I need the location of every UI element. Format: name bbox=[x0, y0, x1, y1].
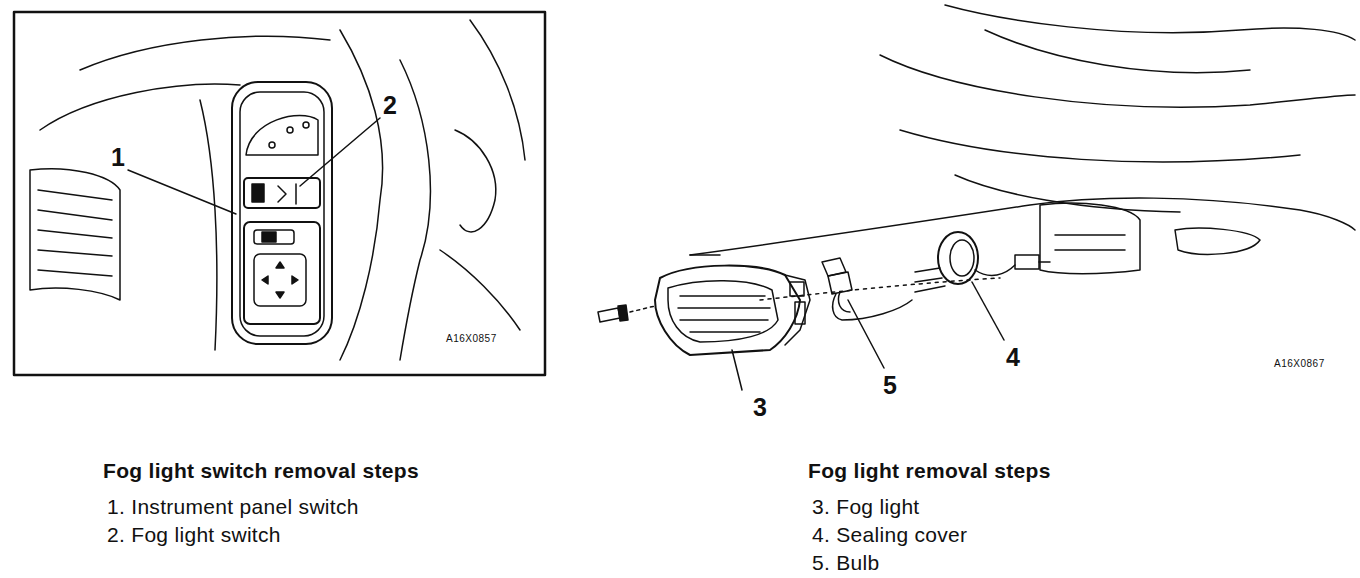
dash-line bbox=[470, 20, 525, 160]
leader-line bbox=[848, 300, 884, 368]
dash-line bbox=[400, 60, 430, 360]
mirror-switch bbox=[244, 222, 320, 324]
mount-tab bbox=[795, 302, 805, 324]
mount-tab bbox=[790, 282, 804, 296]
hidden-line bbox=[760, 278, 1000, 300]
step-item: 4. Sealing cover bbox=[812, 523, 967, 546]
step-item: 2. Fog light switch bbox=[107, 523, 281, 546]
opening-detail bbox=[1055, 235, 1125, 250]
screw bbox=[598, 308, 620, 322]
bumper-line bbox=[955, 175, 1180, 212]
steps-heading: Fog light switch removal steps bbox=[103, 459, 419, 482]
screw-head bbox=[618, 305, 628, 321]
dimmer-dial bbox=[246, 115, 318, 155]
air-vent bbox=[30, 169, 120, 300]
figure-code: A16X0867 bbox=[1274, 358, 1325, 369]
leader-line bbox=[732, 350, 742, 390]
sealing-cover-inner bbox=[950, 240, 974, 276]
leader-line bbox=[300, 118, 380, 186]
fog-light-lens bbox=[668, 281, 778, 342]
bumper-line bbox=[900, 130, 1300, 162]
harness bbox=[1039, 261, 1050, 263]
dash-line bbox=[200, 100, 217, 350]
bumper-line bbox=[880, 55, 1355, 107]
dash-line bbox=[455, 130, 496, 232]
figure-frame bbox=[14, 12, 545, 375]
sealing-cover bbox=[938, 232, 978, 284]
callout-number: 2 bbox=[383, 92, 397, 120]
connector bbox=[1015, 255, 1039, 269]
dash-line bbox=[80, 36, 330, 70]
step-item: 3. Fog light bbox=[812, 495, 920, 518]
step-item: 5. Bulb bbox=[812, 551, 879, 574]
cover-wires bbox=[915, 268, 945, 292]
dash-line bbox=[440, 250, 520, 330]
fog-opening bbox=[1040, 203, 1140, 274]
body-line bbox=[945, 5, 1355, 40]
steps-heading: Fog light removal steps bbox=[808, 459, 1051, 482]
install-line bbox=[630, 306, 655, 312]
dash-line bbox=[40, 84, 240, 130]
callout-number: 5 bbox=[883, 372, 897, 400]
pad-arrows bbox=[262, 262, 298, 298]
switch-housing-inner bbox=[240, 92, 324, 336]
body-line bbox=[985, 30, 1250, 73]
callout-number: 4 bbox=[1006, 344, 1020, 372]
lens-ribs bbox=[678, 296, 770, 332]
selector bbox=[254, 230, 294, 244]
mirror-pad bbox=[254, 254, 306, 306]
leader-line bbox=[128, 170, 236, 214]
side-lamp bbox=[1175, 228, 1260, 254]
dial-mark bbox=[303, 122, 309, 128]
figure-code: A16X0857 bbox=[446, 333, 497, 344]
bumper-lower bbox=[690, 254, 720, 256]
fog-light-body bbox=[655, 266, 800, 355]
callout-number: 1 bbox=[111, 144, 125, 172]
vent-slats bbox=[38, 190, 112, 276]
fog-light-switch bbox=[244, 178, 320, 208]
leader-line bbox=[972, 282, 1004, 340]
dash-line bbox=[340, 30, 383, 360]
bumper-lower bbox=[690, 198, 1355, 255]
switch-panel-figure bbox=[14, 12, 545, 375]
fog-light-figure bbox=[598, 5, 1355, 390]
selector-knob bbox=[262, 232, 276, 242]
housing-rear bbox=[785, 275, 810, 345]
dial-mark bbox=[287, 127, 293, 133]
switch-housing bbox=[232, 82, 332, 344]
harness bbox=[975, 265, 1015, 275]
step-item: 1. Instrument panel switch bbox=[107, 495, 359, 518]
bulb-base bbox=[828, 272, 852, 294]
switch-knob bbox=[252, 184, 264, 202]
switch-symbol bbox=[278, 184, 296, 204]
dial-mark bbox=[269, 142, 275, 148]
bulb-wire bbox=[833, 294, 912, 320]
callout-number: 3 bbox=[753, 394, 767, 422]
